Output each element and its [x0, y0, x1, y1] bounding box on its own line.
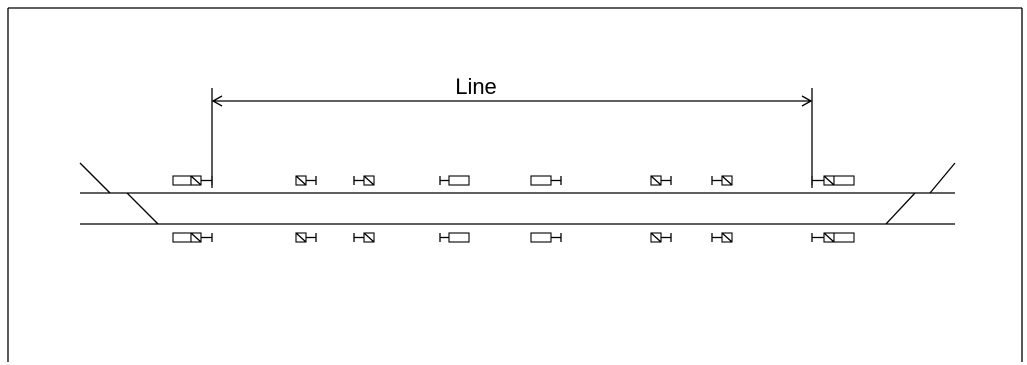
- signal-icon: [439, 232, 470, 243]
- signal-icon: [811, 175, 855, 186]
- signal-icon: [172, 175, 213, 186]
- dimension-left-arrow: [211, 95, 223, 107]
- signal-icon: [530, 175, 562, 186]
- signal-icon: [530, 232, 562, 243]
- right-upper-branch: [929, 162, 956, 194]
- signal-icon: [295, 175, 317, 186]
- signal-icon: [439, 175, 470, 186]
- upper-signals: [172, 175, 855, 186]
- signal-icon: [353, 232, 375, 243]
- dimension-label: Line: [455, 74, 497, 99]
- right-crossover: [885, 192, 916, 225]
- signal-icon: [295, 232, 317, 243]
- left-upper-branch: [79, 162, 111, 194]
- tracks: [79, 162, 956, 225]
- signal-icon: [353, 175, 375, 186]
- lower-signals: [172, 232, 855, 243]
- signal-icon: [650, 232, 672, 243]
- frame: [7, 7, 1023, 362]
- signal-icon: [650, 175, 672, 186]
- dimension-right-arrow: [801, 95, 813, 107]
- signal-icon: [172, 232, 213, 243]
- signal-icon: [811, 232, 855, 243]
- signal-icon: [711, 175, 733, 186]
- line-dimension: Line: [211, 74, 813, 188]
- left-crossover: [126, 192, 159, 225]
- signal-icon: [711, 232, 733, 243]
